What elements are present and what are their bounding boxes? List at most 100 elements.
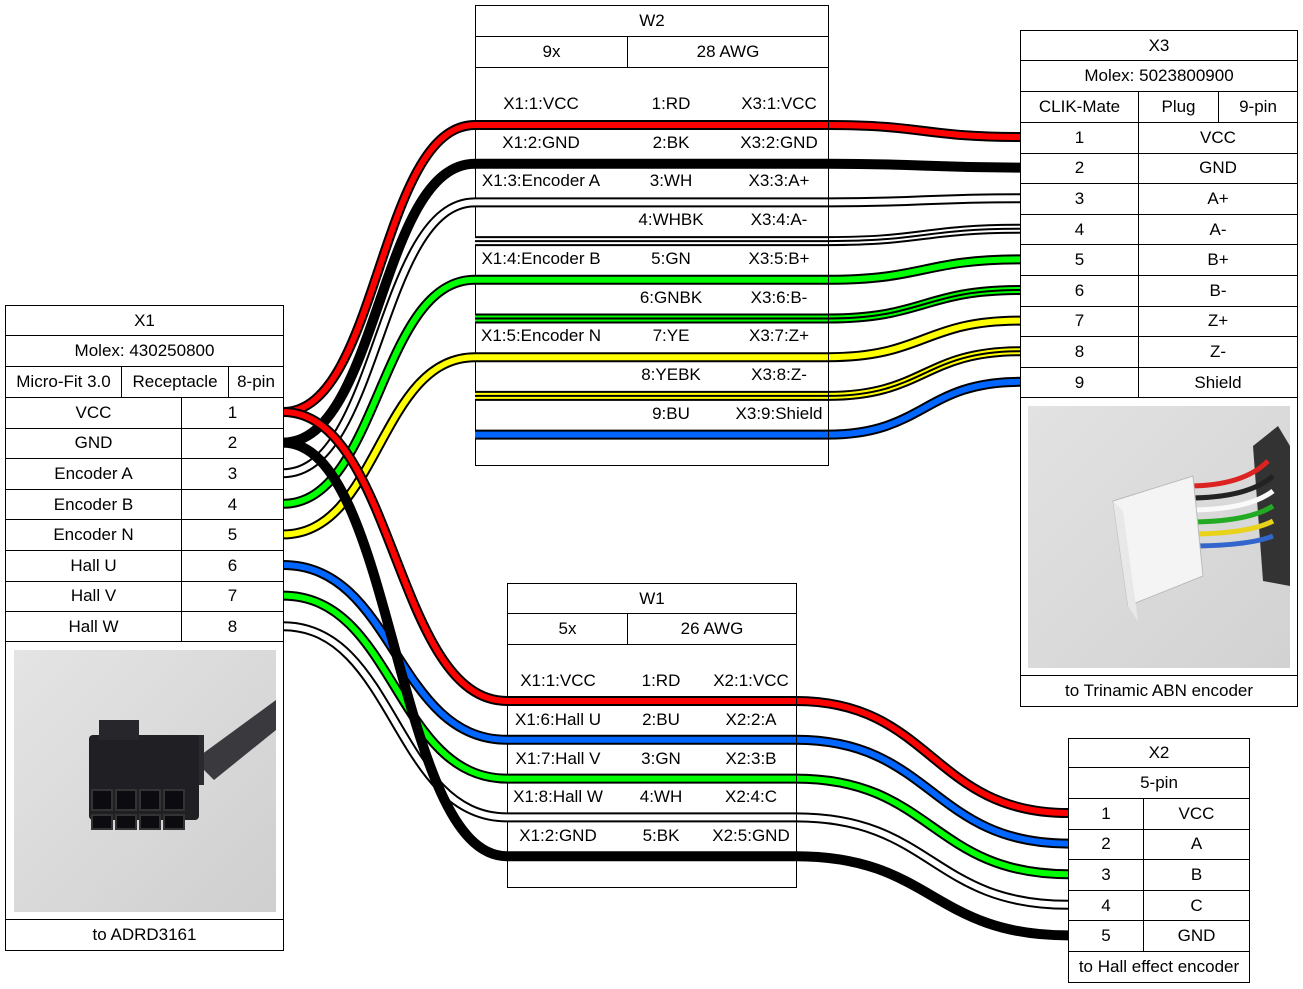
w2-wire-to: X3:9:Shield — [735, 403, 823, 423]
x1-pin-number: 3 — [181, 458, 284, 490]
x3-gender: Plug — [1138, 91, 1219, 123]
x3-title: X3 — [1020, 30, 1298, 61]
w1-gauge: 26 AWG — [627, 613, 797, 645]
x1-pincount: 8-pin — [228, 366, 284, 398]
x3-pin-number: 3 — [1020, 183, 1139, 215]
w2-cable-box — [475, 5, 829, 466]
x3-photo-frame — [1020, 397, 1298, 676]
w1-wire-id: 2:BU — [642, 709, 680, 729]
x2-pin-label: GND — [1143, 920, 1250, 952]
w2-wire-1 — [282, 120, 1021, 417]
x1-pin-number: 6 — [181, 550, 284, 582]
x1-pin-number: 7 — [181, 580, 284, 613]
w1-wire-from: X1:8:Hall W — [513, 787, 603, 807]
x3-pin-number: 7 — [1020, 305, 1139, 338]
x2-pin-label: B — [1143, 859, 1250, 891]
x3-pin-number: 6 — [1020, 275, 1139, 307]
w1-wire-from: X1:7:Hall V — [515, 748, 601, 768]
w1-wire-count: 5x — [507, 613, 628, 645]
x3-series: CLIK-Mate — [1020, 91, 1139, 123]
w2-wire-6 — [475, 285, 1021, 324]
w2-wire-to: X3:6:B- — [750, 287, 808, 307]
w1-wire-id: 3:GN — [641, 748, 681, 768]
x3-pin-label: B+ — [1138, 244, 1298, 276]
x2-pin-number: 3 — [1068, 859, 1144, 891]
x1-caption: to ADRD3161 — [5, 919, 284, 951]
w2-gauge: 28 AWG — [627, 36, 829, 68]
x3-pin-label: Shield — [1138, 366, 1298, 399]
x1-pin-label: Encoder A — [5, 458, 182, 490]
x3-pin-label: VCC — [1138, 122, 1298, 154]
w1-wire-id: 1:RD — [641, 671, 681, 690]
x1-title: X1 — [5, 305, 284, 336]
w2-wire-id: 7:YE — [652, 326, 690, 346]
w2-wire-to: X3:3:A+ — [748, 171, 810, 191]
w2-wire-id: 9:BU — [652, 403, 690, 423]
x2-pin-number: 1 — [1068, 798, 1144, 830]
x1-pin-label: Hall V — [5, 580, 182, 613]
w1-wire-id: 4:WH — [639, 787, 683, 807]
w1-wire-1 — [282, 407, 1069, 818]
w1-title: W1 — [507, 583, 797, 614]
w1-wire-5 — [282, 437, 1069, 941]
x3-pin-label: A+ — [1138, 183, 1298, 215]
x2-pin-label: C — [1143, 889, 1250, 922]
w2-wire-to: X3:2:GND — [740, 132, 818, 152]
x3-pin-label: Z+ — [1138, 305, 1298, 338]
w1-wire-to: X2:2:A — [725, 709, 777, 729]
w2-wire-from: X1:4:Encoder B — [481, 248, 601, 268]
x1-gender: Receptacle — [121, 366, 229, 398]
x1-pin-number: 8 — [181, 611, 284, 643]
x1-pin-label: GND — [5, 427, 182, 460]
w2-wire-from: X1:5:Encoder N — [480, 326, 602, 346]
x2-title: X2 — [1068, 738, 1250, 768]
w2-wire-from: X1:1:VCC — [503, 94, 579, 113]
w2-wire-2 — [282, 158, 1021, 448]
w1-wire-to: X2:5:GND — [712, 826, 790, 846]
w2-wire-to: X3:5:B+ — [748, 248, 810, 268]
x1-pin-label: Hall U — [5, 550, 182, 582]
w1-wire-to: X2:1:VCC — [713, 671, 789, 690]
x2-pin-number: 2 — [1068, 828, 1144, 861]
x2-pin-number: 4 — [1068, 889, 1144, 922]
x3-pin-number: 1 — [1020, 122, 1139, 154]
x1-pin-number: 1 — [181, 397, 284, 429]
w2-wire-5 — [282, 254, 1021, 509]
w2-wire-id: 6:GNBK — [639, 287, 703, 307]
x3-pin-label: A- — [1138, 213, 1298, 246]
x1-series: Micro-Fit 3.0 — [5, 366, 122, 398]
x2-pin-number: 5 — [1068, 920, 1144, 952]
x3-pin-number: 2 — [1020, 152, 1139, 185]
x3-pin-label: B- — [1138, 275, 1298, 307]
x1-pin-number: 4 — [181, 488, 284, 521]
w2-wire-3 — [282, 193, 1021, 479]
w1-wire-from: X1:2:GND — [519, 826, 597, 846]
w2-wire-to: X3:4:A- — [750, 210, 808, 230]
w2-wire-id: 5:GN — [651, 248, 691, 268]
w2-wire-id: 8:YEBK — [641, 364, 701, 384]
x2-pin-label: A — [1143, 828, 1250, 861]
w2-wire-id: 3:WH — [649, 171, 693, 191]
w2-wire-to: X3:1:VCC — [741, 94, 817, 113]
x3-pin-number: 9 — [1020, 366, 1139, 399]
x3-pin-number: 8 — [1020, 336, 1139, 368]
w2-wire-count: 9x — [475, 36, 628, 68]
x1-pin-label: Encoder N — [5, 519, 182, 551]
w2-title: W2 — [475, 5, 829, 37]
w1-wire-4 — [282, 621, 1069, 910]
x1-part-number: Molex: 430250800 — [5, 335, 284, 367]
w2-wire-4 — [475, 223, 1021, 247]
x3-part-number: Molex: 5023800900 — [1020, 60, 1298, 92]
w2-wire-id: 2:BK — [652, 132, 690, 152]
x1-pin-label: Encoder B — [5, 488, 182, 521]
x2-pin-label: VCC — [1143, 798, 1250, 830]
x3-pincount: 9-pin — [1218, 91, 1298, 123]
x2-caption: to Hall effect encoder — [1068, 951, 1250, 983]
w2-wire-8 — [475, 346, 1021, 401]
w2-wire-from: X1:3:Encoder A — [481, 171, 601, 191]
x3-caption: to Trinamic ABN encoder — [1020, 675, 1298, 707]
w2-wire-id: 4:WHBK — [638, 210, 704, 230]
w2-wire-9 — [475, 376, 1021, 440]
x1-pin-number: 5 — [181, 519, 284, 551]
